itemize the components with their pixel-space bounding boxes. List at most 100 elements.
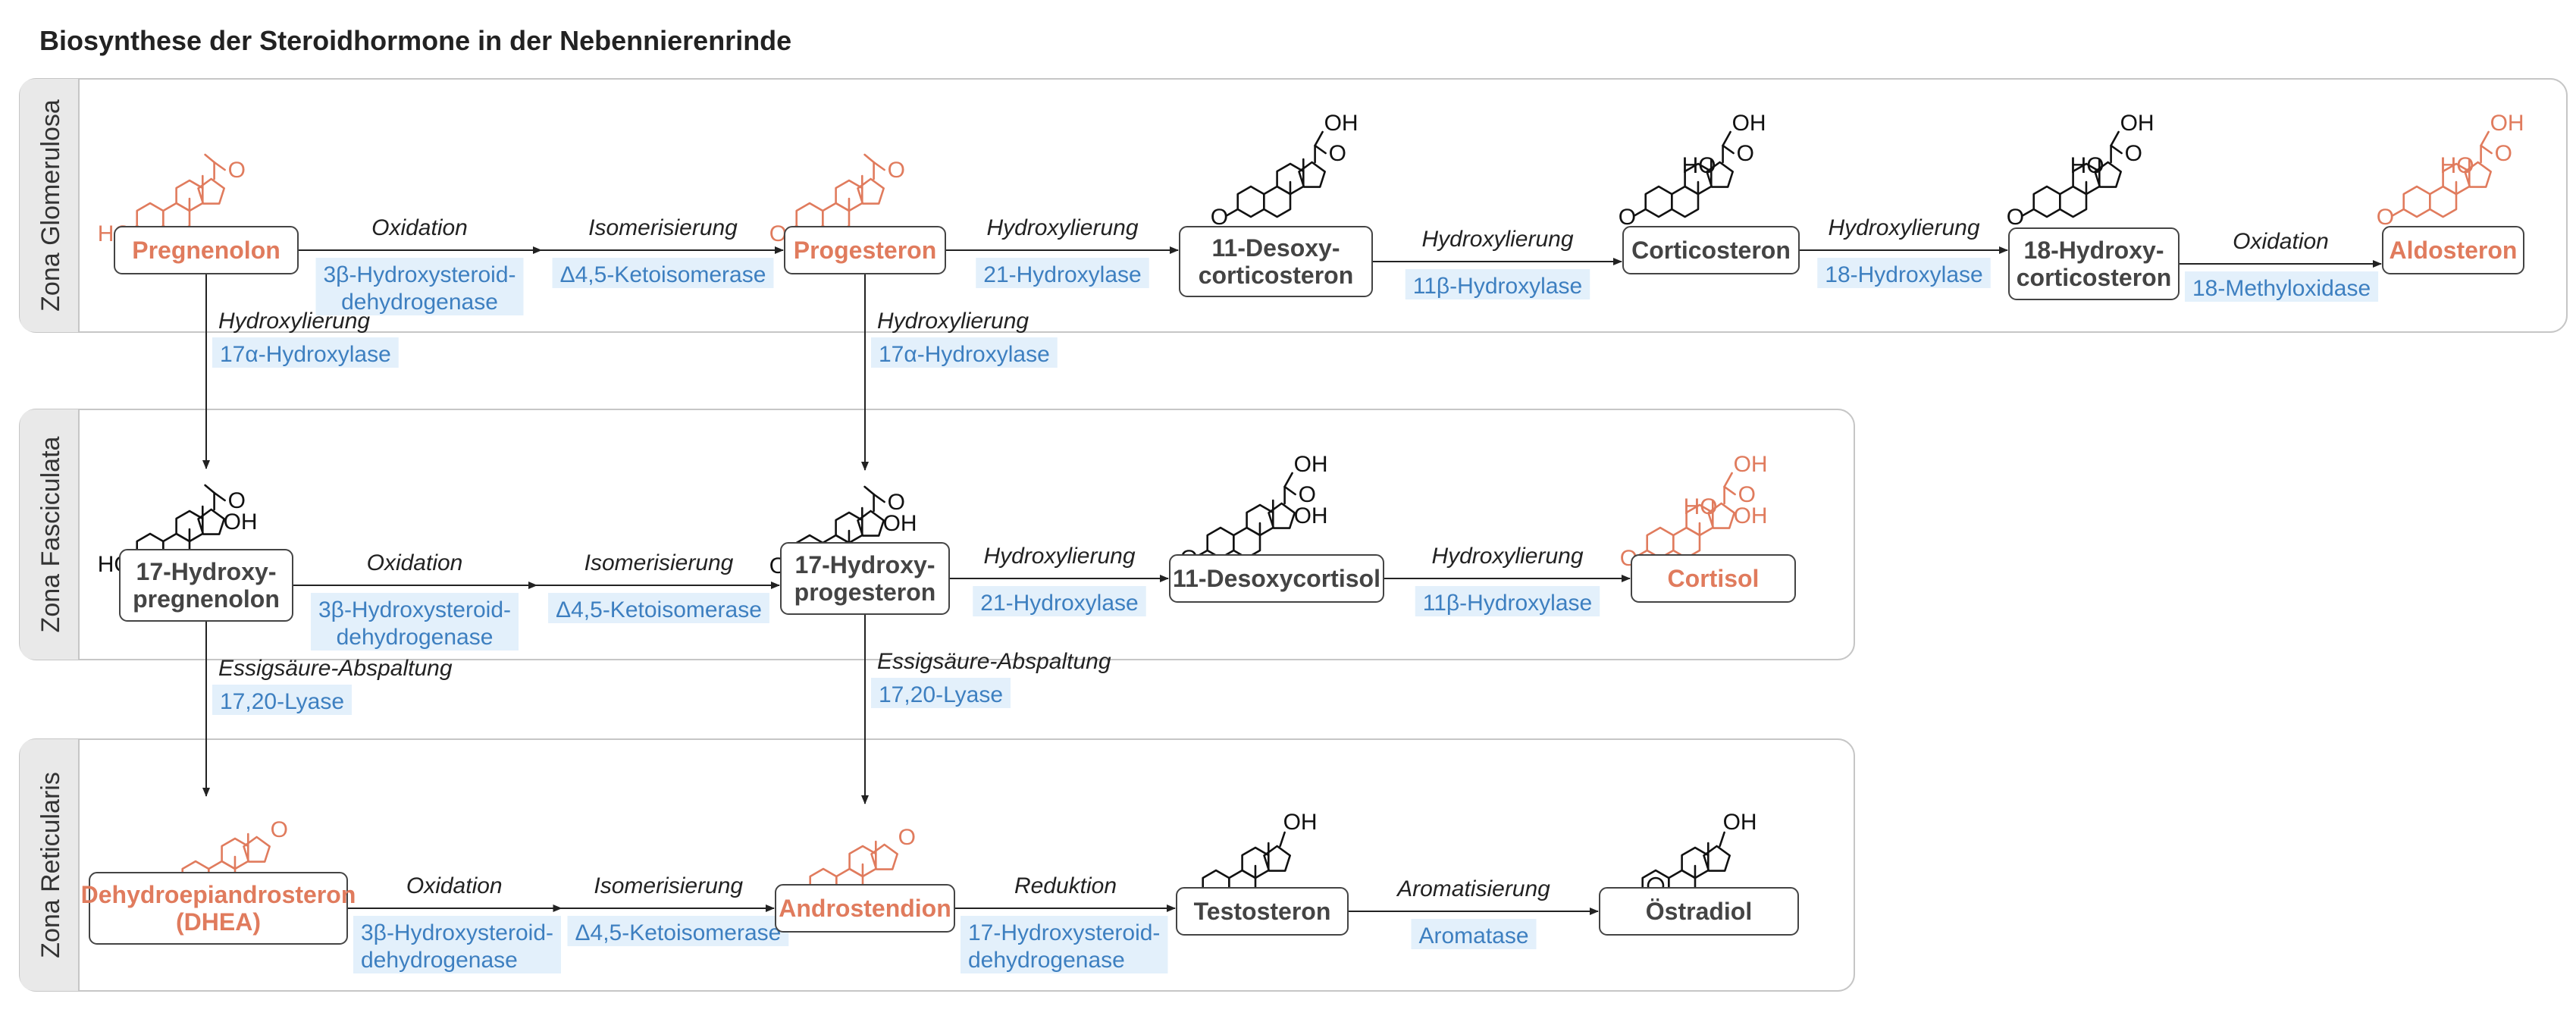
compound-testosteron[interactable]: Testosteron — [1176, 887, 1349, 936]
compound-name: corticosteron — [1199, 262, 1353, 289]
reaction-verb: Hydroxylierung — [1431, 544, 1583, 569]
oxygen-atom: O — [1737, 141, 1754, 166]
enzyme-label-bg — [1817, 258, 1991, 288]
enzyme-name: 11β-Hydroxylase — [1423, 591, 1592, 616]
oxygen-atom: O — [228, 488, 246, 513]
sidechain-bond — [1314, 130, 1324, 147]
enzyme-name: dehydrogenase — [337, 625, 494, 650]
reaction-verb: Hydroxylierung — [877, 309, 1029, 334]
compound-androstendion[interactable]: Androstendion — [775, 884, 955, 933]
oxygen-atom: O — [2125, 141, 2142, 166]
compound-oestradiol[interactable]: Östradiol — [1599, 887, 1799, 936]
hydroxyl-group: HO — [2440, 153, 2474, 178]
reaction-hydroxypregnenolon-to-hydroxyprogesteron: Oxidation3β-Hydroxysteroid-dehydrogenase… — [311, 550, 769, 651]
hydroxyl-group: OH — [1723, 810, 1757, 835]
hydroxyl-group: OH — [1283, 810, 1318, 835]
carbonyl-bond — [1283, 485, 1296, 496]
enzyme-name: 21-Hydroxylase — [980, 591, 1138, 616]
carbonyl-bond — [1634, 208, 1647, 217]
hydroxyl-group: OH — [1734, 452, 1768, 477]
compound-box[interactable] — [114, 226, 299, 274]
compound-corticosteron[interactable]: Corticosteron — [1622, 226, 1800, 274]
compound-hydroxyprogesteron[interactable]: 17-Hydroxy-progesteron — [780, 542, 950, 615]
compound-box[interactable] — [2382, 226, 2524, 274]
compound-dhea[interactable]: Dehydroepiandrosteron(DHEA) — [81, 872, 356, 945]
compound-box[interactable] — [119, 549, 293, 622]
compound-box[interactable] — [775, 884, 955, 933]
zone-panel — [19, 409, 1855, 660]
methyl-bond — [204, 153, 215, 164]
compound-name: pregnenolon — [133, 585, 280, 613]
sidechain-bond — [2110, 130, 2120, 147]
compound-box[interactable] — [2008, 227, 2180, 300]
sidechain-bond — [1283, 472, 1293, 488]
ring — [2094, 161, 2122, 188]
compound-desoxycortisol[interactable]: 11-Desoxycortisol — [1169, 554, 1384, 603]
compound-box[interactable] — [1169, 554, 1384, 603]
compound-box[interactable] — [784, 226, 946, 274]
ring — [1703, 845, 1731, 872]
compound-pregnenolon[interactable]: Pregnenolon — [114, 226, 299, 274]
reaction-verb: Isomerisierung — [584, 550, 734, 575]
reaction-verb: Hydroxylierung — [986, 215, 1138, 240]
enzyme-label-bg — [353, 916, 561, 973]
compound-box[interactable] — [1599, 887, 1799, 936]
hydroxyl-group: OH — [1294, 452, 1328, 477]
enzyme-label-bg — [1405, 269, 1590, 299]
methyl-bond — [204, 484, 215, 494]
compound-name: Dehydroepiandrosteron — [81, 881, 356, 908]
hydroxyl-group: HO — [1682, 153, 1716, 178]
compound-name: 18-Hydroxy- — [2024, 237, 2164, 264]
compound-name: Corticosteron — [1631, 237, 1791, 264]
compound-name: Testosteron — [1194, 898, 1331, 925]
zone-panel — [19, 738, 1855, 992]
reaction-verb: Hydroxylierung — [218, 309, 370, 334]
enzyme-label-bg — [961, 916, 1168, 973]
compound-progesteron[interactable]: Progesteron — [784, 226, 946, 274]
compound-name: corticosteron — [2017, 264, 2171, 291]
enzyme-name: Aromatase — [1418, 923, 1528, 948]
enzyme-name: 17α-Hydroxylase — [879, 342, 1050, 367]
compound-box[interactable] — [780, 542, 950, 615]
compound-box[interactable] — [1622, 226, 1800, 274]
carbonyl-bond — [213, 161, 226, 171]
zone-label-strip — [20, 79, 79, 332]
compound-hydroxycorticosteron[interactable]: 18-Hydroxy-corticosteron — [2008, 227, 2180, 300]
compound-hydroxypregnenolon[interactable]: 17-Hydroxy-pregnenolon — [119, 549, 293, 622]
compound-box[interactable] — [1631, 554, 1796, 603]
compound-name: (DHEA) — [176, 908, 261, 936]
enzyme-label-bg — [315, 258, 524, 315]
methyl-bond — [863, 153, 875, 164]
enzyme-name: 21-Hydroxylase — [983, 262, 1141, 287]
compound-box[interactable] — [1179, 226, 1373, 297]
oxygen-atom: O — [2377, 205, 2394, 230]
compound-desoxycorticosteron[interactable]: 11-Desoxy-corticosteron — [1179, 226, 1373, 297]
reaction-desoxycortisol-to-cortisol: Hydroxylierung 11β-Hydroxylase — [1415, 544, 1600, 616]
carbonyl-bond — [213, 491, 226, 502]
hydroxyl-group: OH — [2120, 111, 2155, 136]
compound-cortisol[interactable]: Cortisol — [1631, 554, 1796, 603]
compound-box[interactable] — [1176, 887, 1349, 936]
zone-fasciculata: Zona Fasciculata — [19, 409, 1855, 660]
ring — [1706, 161, 1734, 188]
compound-box[interactable] — [89, 872, 348, 945]
ring — [1268, 502, 1296, 529]
enzyme-label-bg — [567, 916, 789, 946]
enzyme-label-bg — [1411, 919, 1537, 949]
zone-label-strip — [20, 409, 79, 660]
ring — [1298, 161, 1326, 188]
hydroxyl-group: OH — [2490, 111, 2524, 136]
compound-aldosteron[interactable]: Aldosteron — [2382, 226, 2524, 274]
reaction-verb: Oxidation — [367, 550, 463, 575]
ring — [1263, 845, 1291, 872]
enzyme-name: dehydrogenase — [341, 290, 498, 315]
oxygen-atom: O — [1738, 482, 1756, 507]
hydroxyl-group: HO — [2070, 153, 2104, 178]
enzyme-label-bg — [212, 685, 353, 715]
